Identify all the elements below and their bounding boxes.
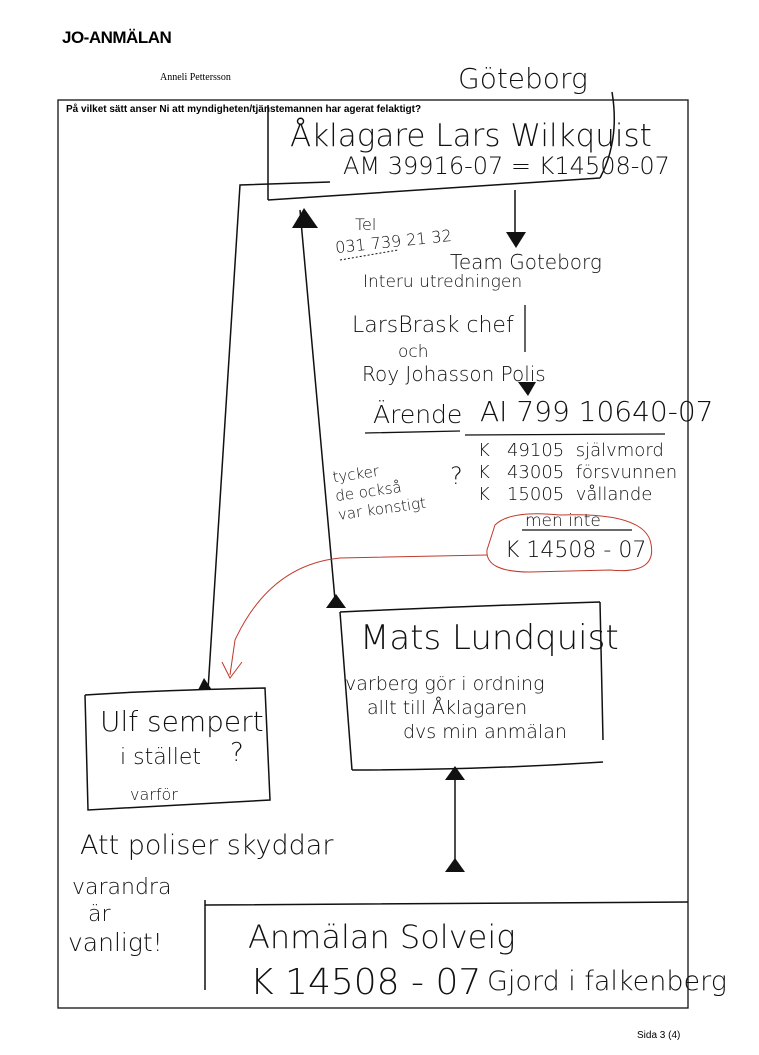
unit-name: Interu utredningen	[363, 272, 523, 292]
arrowhead	[445, 766, 465, 780]
comment-note: tycker de också var konstigt	[331, 461, 427, 524]
arrowhead	[445, 858, 465, 872]
report-box	[204, 900, 689, 990]
arende-label: Ärende	[373, 400, 463, 429]
ulf-name: Ulf sempert	[100, 705, 264, 738]
report-place: Gjord i falkenberg	[487, 966, 727, 997]
police-note-line2: varandra	[72, 875, 172, 900]
case-row: K 49105 självmord	[478, 440, 664, 461]
arrowhead	[198, 678, 212, 690]
report-case: K 14508 - 07	[250, 962, 482, 1003]
arrowhead	[326, 594, 346, 608]
arrow-mats-to-prosecutor	[299, 209, 336, 601]
arrowhead	[506, 232, 526, 248]
mats-box	[339, 601, 604, 771]
case-row: K 43005 försvunnen	[478, 462, 678, 483]
police-note-line1: Att poliser skyddar	[80, 830, 334, 861]
team-name: Team Goteborg	[450, 250, 602, 274]
but-not-case: K 14508 - 07	[505, 538, 647, 563]
arende-number: AI 799 10640-07	[480, 395, 714, 428]
ulf-instead: i stället	[120, 745, 202, 770]
report-title: Anmälan Solveig	[248, 918, 516, 956]
prosecutor-box	[267, 91, 616, 201]
city-handwritten: Göteborg	[458, 62, 588, 95]
ulf-question-mark: ?	[230, 738, 244, 768]
but-not-label: men inte	[525, 511, 601, 531]
prosecutor-case-ref: AM 39916-07 = K14508-07	[343, 152, 670, 180]
question-mark: ?	[450, 462, 463, 490]
red-arrow	[229, 554, 488, 676]
form-frame	[57, 99, 689, 1009]
chief-name: LarsBrask chef	[352, 313, 514, 338]
arrow-to-ulf	[207, 181, 331, 691]
prosecutor-name: Åklagare Lars Wilkquist	[290, 118, 652, 154]
arrowhead	[292, 208, 318, 228]
mats-name: Mats Lundquist	[360, 618, 619, 658]
document-title: JO-ANMÄLAN	[62, 28, 172, 47]
case-list: K 49105 självmord K 43005 försvunnen K 1…	[478, 440, 677, 506]
police-name: Roy Johasson Polis	[362, 362, 546, 386]
ulf-why: varför	[130, 785, 178, 804]
author-name: Anneli Pettersson	[160, 72, 231, 83]
mats-note: varberg gör i ordning allt till Åklagare…	[345, 673, 567, 743]
page-number: Sida 3 (4)	[637, 1030, 681, 1041]
red-oval	[486, 513, 652, 573]
tel-label: Tel	[355, 215, 377, 234]
form-question: På vilket sätt anser Ni att myndigheten/…	[66, 104, 422, 115]
arrowhead	[518, 382, 536, 396]
case-row: K 15005 vållande	[478, 484, 653, 505]
ulf-box	[84, 687, 271, 811]
police-note-line4: vanligt!	[68, 928, 163, 957]
police-note-line3: är	[88, 902, 111, 927]
and-word: och	[398, 342, 429, 362]
